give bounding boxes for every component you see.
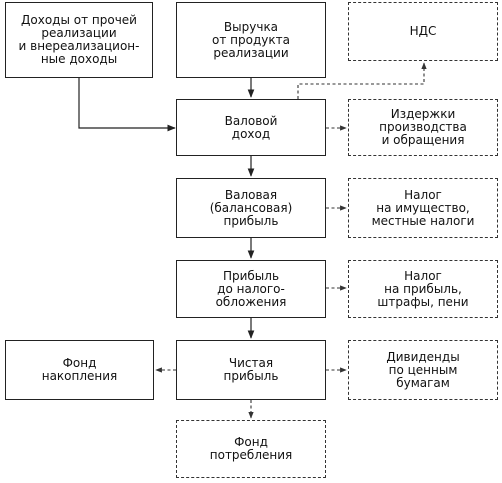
node-pretax-profit: Прибыль до налого- обложения <box>176 260 326 318</box>
node-profit-tax: Налог на прибыль, штрафы, пени <box>348 260 498 318</box>
node-costs: Издержки производства и обращения <box>348 99 498 156</box>
node-gross-income: Валовой доход <box>176 99 326 156</box>
node-property-tax-label: Налог на имущество, местные налоги <box>371 187 475 228</box>
node-gross-profit-label: Валовая (балансовая) прибыль <box>209 187 293 228</box>
node-gross-income-label: Валовой доход <box>224 113 278 141</box>
node-revenue-label: Выручка от продукта реализации <box>212 19 290 60</box>
node-accumulation-fund-label: Фонд накопления <box>41 356 118 383</box>
node-accumulation-fund: Фонд накопления <box>5 340 154 400</box>
node-costs-label: Издержки производства и обращения <box>379 107 467 147</box>
node-profit-tax-label: Налог на прибыль, штрафы, пени <box>377 268 469 309</box>
node-vat: НДС <box>348 2 498 61</box>
arrow-other-income-to-gross-income <box>78 78 176 132</box>
node-revenue: Выручка от продукта реализации <box>176 2 326 78</box>
node-gross-profit: Валовая (балансовая) прибыль <box>176 178 326 238</box>
node-vat-label: НДС <box>409 24 437 38</box>
node-pretax-profit-label: Прибыль до налого- обложения <box>215 268 287 309</box>
node-net-profit: Чистая прибыль <box>176 340 326 400</box>
node-other-income-label: Доходы от прочей реализации и внереализа… <box>18 13 140 66</box>
node-consumption-fund-label: Фонд потребления <box>209 435 293 462</box>
arrow-gross-income-to-vat <box>297 62 427 99</box>
node-net-profit-label: Чистая прибыль <box>223 356 279 383</box>
node-dividends-label: Дивиденды по ценным бумагам <box>386 349 460 390</box>
node-other-income: Доходы от прочей реализации и внереализа… <box>5 2 153 78</box>
node-property-tax: Налог на имущество, местные налоги <box>348 178 498 238</box>
node-dividends: Дивиденды по ценным бумагам <box>348 340 498 400</box>
node-consumption-fund: Фонд потребления <box>176 420 326 478</box>
